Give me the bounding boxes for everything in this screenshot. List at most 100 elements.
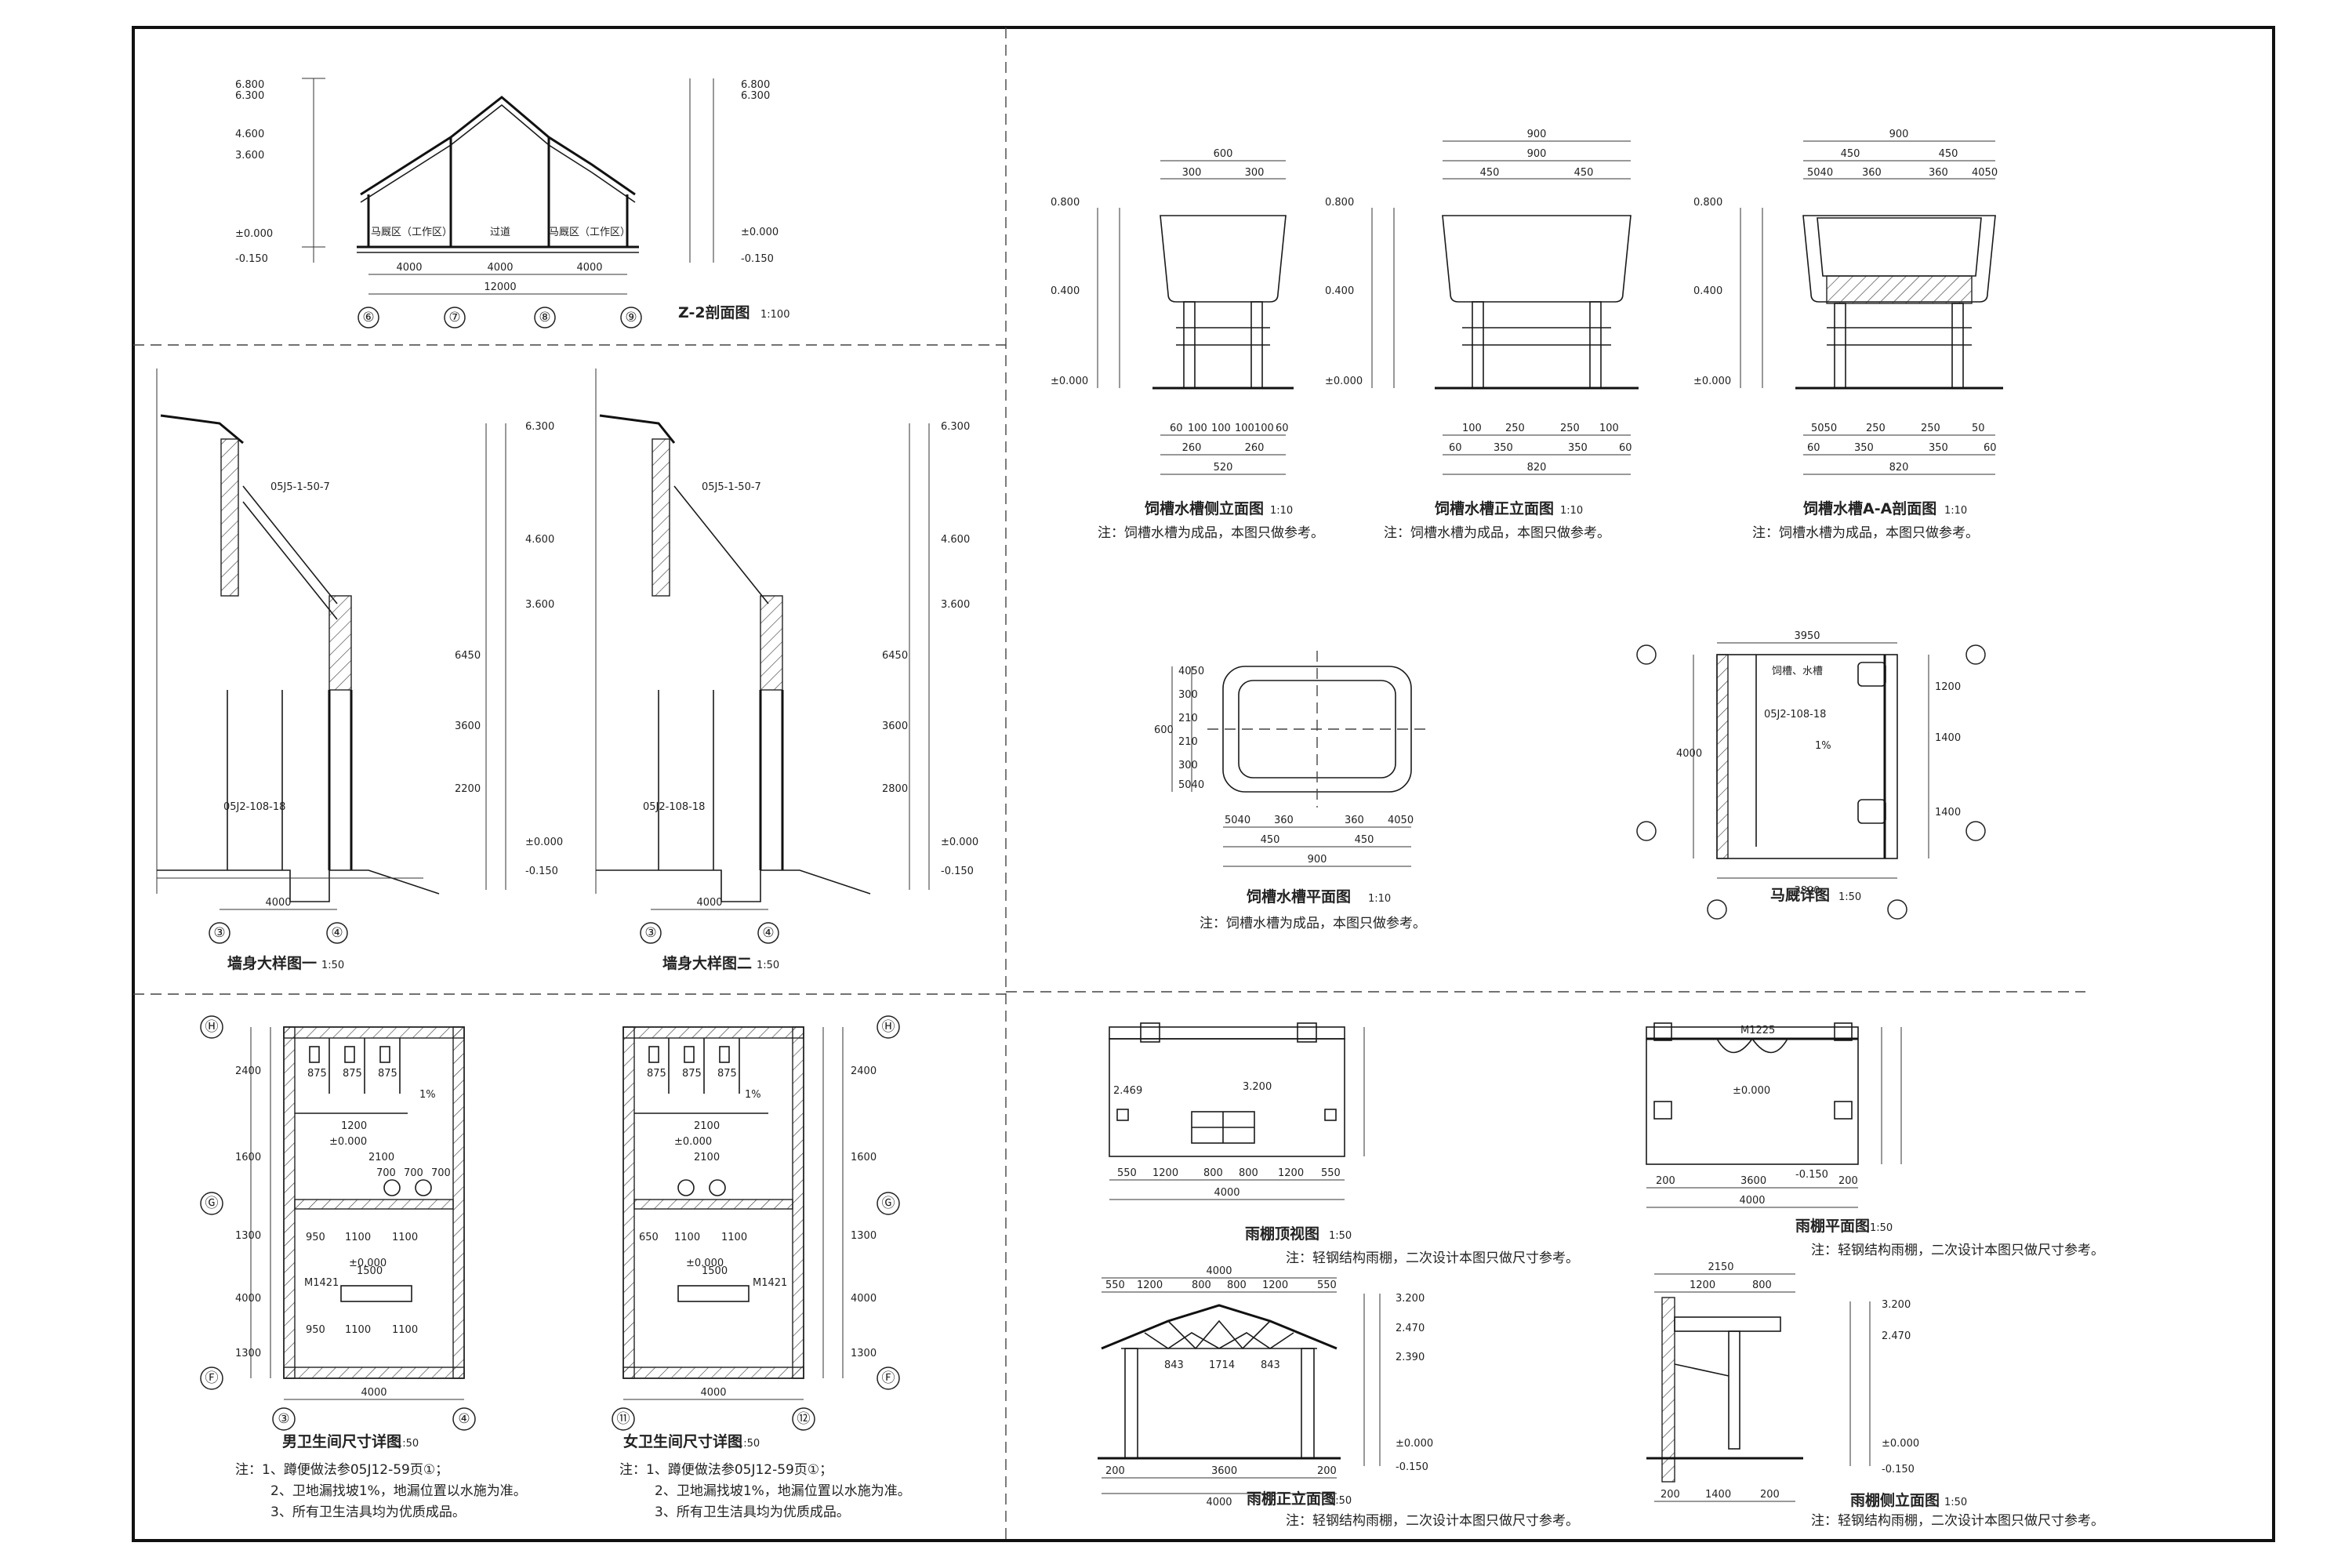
level-label: 0.400 [1325, 285, 1354, 297]
dim-label: 1300 [235, 1230, 261, 1242]
dim-label: 1200 [1278, 1167, 1304, 1179]
dim-label: 360 [1862, 167, 1882, 179]
dim-label: 1100 [392, 1324, 418, 1336]
dim-label: 350 [1494, 442, 1513, 454]
wc-note: 3、所有卫生洁具均为优质成品。 [270, 1504, 466, 1520]
dim-label: 2100 [368, 1152, 394, 1163]
drawing-scale: 1:50 [1838, 891, 1861, 903]
trough-aa-section: 0.800 0.400 ±0.000 900 450 450 5040 360 … [1693, 129, 2003, 541]
door-label: M1225 [1740, 1025, 1775, 1036]
dim-label: 1100 [674, 1232, 700, 1243]
level-label: ±0.000 [1051, 376, 1088, 387]
level-label: 3.600 [525, 599, 554, 611]
level-label: 2.470 [1882, 1330, 1911, 1342]
level-label: 0.800 [1325, 197, 1354, 209]
female-wc-plan: ±0.000 ±0.000 1% M1421 2400 1600 1300 40… [612, 1015, 911, 1520]
dim-label: 200 [1661, 1489, 1680, 1501]
level-label: 3.200 [1882, 1299, 1911, 1311]
dim-label: 3600 [882, 720, 908, 732]
level-label: -0.150 [941, 866, 974, 877]
axis-label: ⑪ [617, 1411, 630, 1427]
dim-label: 60 [1807, 442, 1820, 454]
door-label: M1421 [304, 1277, 339, 1289]
canopy-plan: M1225 ±0.000 -0.150 200 3600 200 4000 雨棚… [1646, 1022, 2104, 1258]
dim-label: 843 [1261, 1359, 1280, 1371]
axis-label: ③ [213, 925, 225, 941]
dim-label: 300 [1182, 167, 1202, 179]
dim-label: 100 [1462, 423, 1482, 434]
drawing-title: 饲槽水槽侧立面图 [1144, 499, 1264, 517]
dim-label: 250 [1921, 423, 1940, 434]
dim-label: 1600 [235, 1152, 261, 1163]
level-label: 6.300 [741, 90, 770, 102]
level-label: 2.469 [1113, 1085, 1142, 1097]
dim-label: 1100 [392, 1232, 418, 1243]
dim-label: 350 [1929, 442, 1948, 454]
drawing-scale: 1:50 [1329, 1230, 1352, 1242]
dim-label: 1400 [1935, 807, 1961, 818]
dim-label: 1400 [1935, 732, 1961, 744]
axis-label: Ⓕ [205, 1370, 219, 1386]
dim-label: 60 [1619, 442, 1632, 454]
dim-label: 300 [1178, 760, 1198, 771]
drawing-scale: 1:10 [1560, 505, 1583, 517]
dim-label: 1600 [851, 1152, 877, 1163]
dim-label: 4000 [1206, 1265, 1232, 1277]
dim-label: 250 [1560, 423, 1580, 434]
floor-level: ±0.000 [686, 1258, 724, 1269]
dim-label: 450 [1574, 167, 1594, 179]
axis-label: Ⓖ [882, 1196, 895, 1211]
dim-label: 12000 [484, 281, 516, 293]
level-label: 0.800 [1693, 197, 1722, 209]
level-label: -0.150 [1396, 1461, 1428, 1473]
dim-label: 843 [1164, 1359, 1184, 1371]
trough-side-elevation: 0.800 0.400 ±0.000 600 300 300 60 100 10… [1051, 148, 1324, 541]
dim-label: 300 [1245, 167, 1265, 179]
dim-label: 4000 [396, 262, 422, 274]
dim-label: 3800 [1794, 885, 1820, 897]
level-label: 4.600 [235, 129, 264, 140]
z2-section: 6.800 6.300 4.600 3.600 ±0.000 -0.150 马厩… [235, 78, 789, 328]
dim-label: 875 [307, 1068, 327, 1080]
dim-label: 600 [1154, 724, 1174, 736]
dim-label: 4050 [1972, 167, 1998, 179]
dim-label: 5040 [1178, 779, 1204, 791]
dim-label: 200 [1317, 1465, 1337, 1477]
level-label: ±0.000 [1396, 1438, 1433, 1450]
level-label: 0.400 [1051, 285, 1080, 297]
level-label: ±0.000 [741, 227, 779, 238]
level-label: 6.300 [941, 421, 970, 433]
dim-label: 1714 [1209, 1359, 1235, 1371]
room-label: 过道 [490, 227, 510, 238]
dim-label: 900 [1527, 148, 1547, 160]
dim-label: 700 [376, 1167, 396, 1179]
drawing-scale: 1:10 [1270, 505, 1293, 517]
canopy-side-elevation: 2150 1200 800 200 1400 200 3.200 2.470 ±… [1646, 1261, 2104, 1529]
room-label: 马厩区（工作区） [549, 227, 630, 238]
room-label: 马厩区（工作区） [371, 227, 452, 238]
trough-front-elevation: 0.800 0.400 ±0.000 900 900 450 450 100 2… [1325, 129, 1639, 541]
dim-label: 60 [1276, 423, 1289, 434]
dim-label: 100 [1235, 423, 1254, 434]
dim-label: 3600 [455, 720, 481, 732]
dim-label: 2100 [694, 1152, 720, 1163]
dim-label: 800 [1227, 1279, 1247, 1291]
dim-label: 4000 [487, 262, 513, 274]
level-label: ±0.000 [1325, 376, 1363, 387]
drawing-scale: 1:50 [396, 1438, 419, 1450]
dim-label: 800 [1192, 1279, 1211, 1291]
dim-label: 450 [1261, 834, 1280, 846]
dim-label: 4000 [1676, 748, 1702, 760]
dim-label: 5050 [1811, 423, 1837, 434]
dim-label: 1100 [721, 1232, 747, 1243]
dim-label: 900 [1308, 854, 1327, 866]
level-label: 2.390 [1396, 1352, 1425, 1363]
dim-label: 2400 [851, 1065, 877, 1077]
door-label: M1421 [753, 1277, 787, 1289]
drawing-title: 雨棚顶视图 [1245, 1225, 1319, 1243]
dim-label: 1200 [1935, 681, 1961, 693]
dim-label: 550 [1321, 1167, 1341, 1179]
dim-label: 1300 [851, 1348, 877, 1359]
level-label: ±0.000 [1733, 1085, 1770, 1097]
axis-label: ⑫ [797, 1411, 811, 1427]
